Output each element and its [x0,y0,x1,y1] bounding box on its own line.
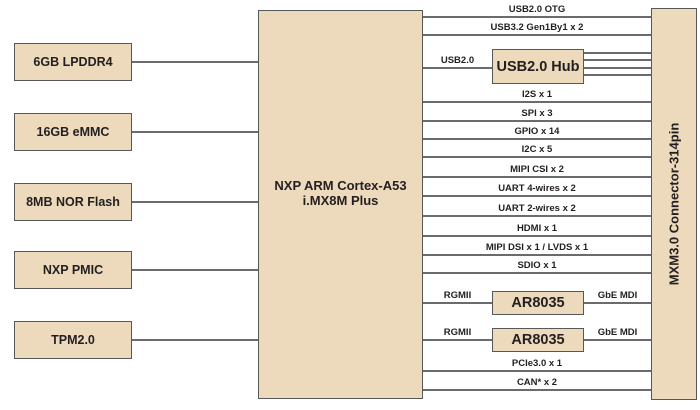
signal-line-can [423,389,651,391]
signal-line-sdio [423,272,651,274]
signal-label-gpio: GPIO x 14 [514,126,560,137]
cpu-label: NXP ARM Cortex-A53 i.MX8M Plus [274,178,407,208]
signal-line-uart2 [423,215,651,217]
connector-line-tpm [132,339,258,341]
signal-label-usb2-otg: USB2.0 OTG [508,4,566,15]
cpu-box: NXP ARM Cortex-A53 i.MX8M Plus [258,10,423,399]
phy2-label: AR8035 [511,332,565,348]
signal-label-sdio: SDIO x 1 [517,260,557,271]
module-label: 6GB LPDDR4 [33,55,113,69]
connector-line-emmc [132,131,258,133]
connector-line-pmic [132,269,258,271]
signal-line-usb2-otg [423,16,651,18]
signal-line-pcie [423,370,651,372]
cpu-label-line1: NXP ARM Cortex-A53 [274,178,407,194]
signal-line-uart4 [423,195,651,197]
module-label: NXP PMIC [42,263,104,277]
signal-line-usb32 [423,34,651,36]
usb-hub-input-line [423,67,492,69]
module-box-emmc: 16GB eMMC [14,113,132,151]
signal-line-hdmi [423,235,651,237]
phy2-box: AR8035 [492,328,584,352]
usb-hub-box: USB2.0 Hub [492,49,584,84]
signal-label-usb32: USB3.2 Gen1By1 x 2 [490,22,584,33]
module-box-lpddr4: 6GB LPDDR4 [14,43,132,81]
usb-hub-input-label: USB2.0 [440,55,475,66]
phy1-input-label: RGMII [443,290,472,301]
connector-line-nor-flash [132,201,258,203]
cpu-label-line2: i.MX8M Plus [302,192,379,208]
signal-line-spi [423,120,651,122]
signal-label-uart4: UART 4-wires x 2 [498,183,576,194]
signal-line-mipi-dsi [423,254,651,256]
module-box-nor-flash: 8MB NOR Flash [14,183,132,221]
connector-line-lpddr4 [132,61,258,63]
signal-label-mipi-csi: MIPI CSI x 2 [510,164,564,175]
module-label: 8MB NOR Flash [26,195,120,209]
signal-label-uart2: UART 2-wires x 2 [498,203,576,214]
signal-label-i2c: I2C x 5 [521,144,553,155]
module-label: TPM2.0 [51,333,95,347]
phy2-output-label: GbE MDI [597,327,638,338]
usb-hub-label: USB2.0 Hub [496,58,580,75]
module-box-pmic: NXP PMIC [14,251,132,289]
signal-label-mipi-dsi: MIPI DSI x 1 / LVDS x 1 [485,242,589,253]
phy2-input-label: RGMII [443,327,472,338]
usb-hub-output-line [584,52,651,54]
mxm-connector-label: MXM3.0 Connector-314pin [666,122,682,286]
usb-hub-output-line [584,74,651,76]
phy1-output-label: GbE MDI [597,290,638,301]
signal-line-i2s [423,101,651,103]
module-label: 16GB eMMC [36,125,110,139]
signal-label-spi: SPI x 3 [521,108,553,119]
signal-line-mipi-csi [423,176,651,178]
signal-line-gpio [423,138,651,140]
phy1-label: AR8035 [511,295,565,311]
phy1-box: AR8035 [492,291,584,315]
signal-label-pcie: PCIe3.0 x 1 [511,358,563,369]
usb-hub-output-line [584,67,651,69]
mxm-connector-box: MXM3.0 Connector-314pin [651,8,697,400]
signal-label-i2s: I2S x 1 [521,89,553,100]
signal-label-can: CAN* x 2 [516,377,558,388]
signal-line-i2c [423,156,651,158]
usb-hub-output-line [584,59,651,61]
module-box-tpm: TPM2.0 [14,321,132,359]
signal-label-hdmi: HDMI x 1 [516,223,558,234]
